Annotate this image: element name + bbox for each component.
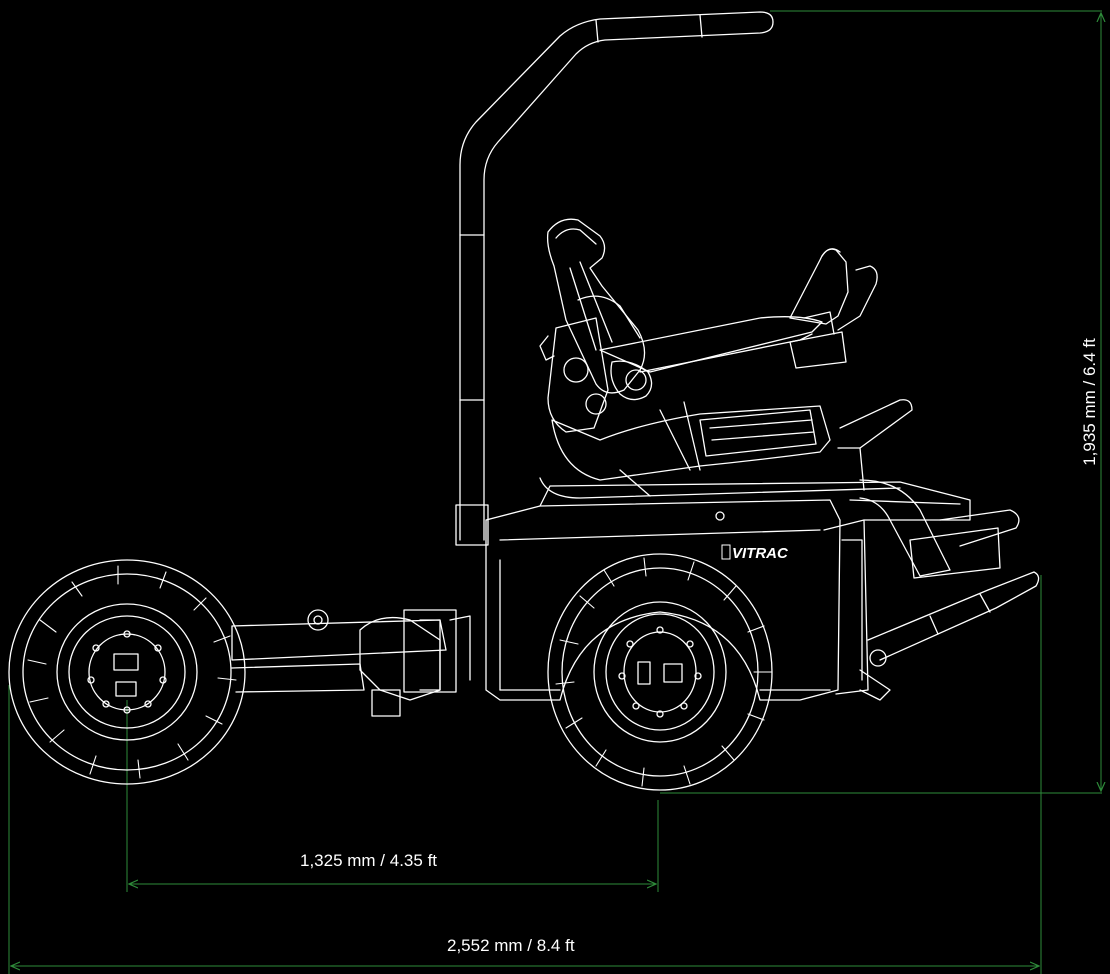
seat-backrest (546, 218, 646, 394)
rear-wheel (8, 559, 246, 785)
chassis-body (485, 481, 971, 701)
footrest (837, 399, 1020, 579)
rear-tire-tread (27, 565, 237, 779)
seat-lift-mechanism (539, 401, 901, 499)
wheelbase-dimension-label: 1,325 mm / 4.35 ft (300, 851, 438, 870)
front-wheel (547, 553, 773, 791)
armrest-joystick (789, 248, 878, 369)
dimension-lines (8, 10, 1102, 974)
height-dimension-label: 1,935 mm / 6.4 ft (1080, 338, 1099, 466)
seat-cushion (539, 316, 823, 433)
brand-logo: VITRAC (721, 544, 789, 562)
front-tire-tread (555, 557, 773, 787)
vehicle (8, 11, 1040, 791)
brand-wordmark: VITRAC (732, 545, 789, 562)
rear-drawbar (231, 609, 471, 717)
front-tow-bar (859, 571, 1040, 701)
roll-bar (455, 11, 774, 546)
overall-length-dimension-label: 2,552 mm / 8.4 ft (447, 936, 575, 955)
